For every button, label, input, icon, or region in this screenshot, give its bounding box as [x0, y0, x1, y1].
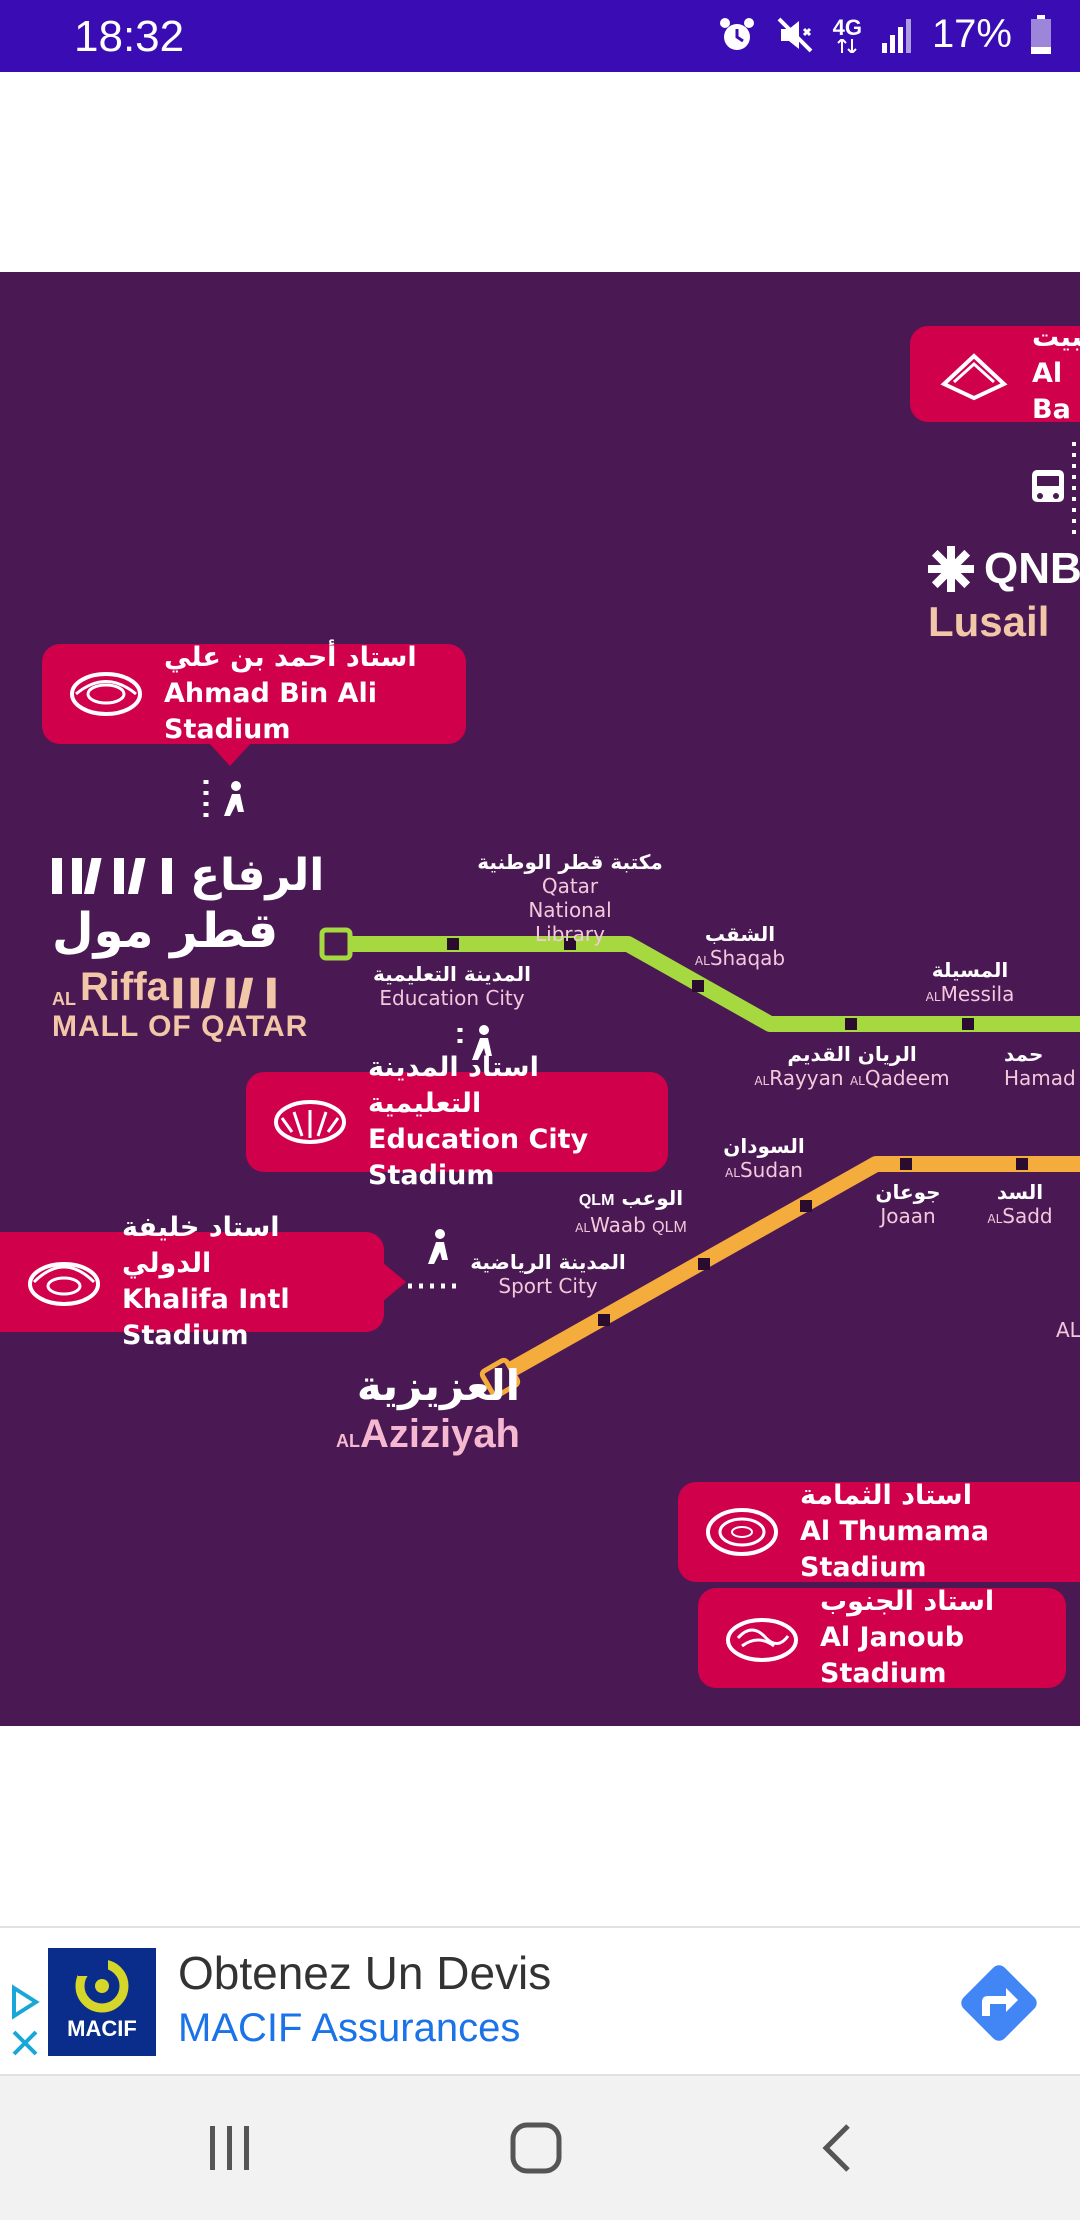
al-janoub-stadium-label[interactable]: استاد الجنوب Al Janoub Stadium [698, 1586, 1066, 1689]
khalifa-intl-stadium-label[interactable]: استاد خليفة الدولي Khalifa Intl Stadium [0, 1212, 406, 1351]
back-button[interactable] [818, 2120, 858, 2176]
stadium-icon [940, 353, 1008, 401]
al-thumama-stadium-label[interactable]: استاد الثمامة Al Thumama Stadium [678, 1480, 1080, 1583]
ad-directions-icon[interactable] [954, 1958, 1044, 2048]
adchoices-icon[interactable] [8, 1984, 42, 2068]
status-bar: 18:32 4G 17% [0, 0, 1080, 72]
ad-advertiser[interactable]: MACIF Assurances [178, 2006, 521, 2050]
qnb-logo-icon [928, 546, 974, 592]
station-al-sadd[interactable]: السد ALSadd [987, 1180, 1053, 1228]
status-time: 18:32 [74, 12, 185, 61]
station-qatar-national-library[interactable]: مكتبة قطر الوطنية Qatar National Library [477, 850, 663, 946]
recent-apps-button[interactable] [206, 2120, 254, 2176]
education-city-stadium-label[interactable]: استاد المدينة التعليمية Education City S… [246, 1052, 668, 1191]
mall-logo-icon [52, 857, 172, 894]
lusail-qnb-label[interactable]: QNB Lusail [928, 544, 1080, 645]
station-hamad[interactable]: حمد Hamad [1004, 1042, 1076, 1090]
stadium-icon [274, 1100, 346, 1144]
status-icons: 4G 17% [717, 12, 1052, 57]
battery-percent: 17% [931, 12, 1012, 56]
mall-logo-small-icon [173, 977, 276, 1009]
navigation-bar [0, 2076, 1080, 2220]
metro-map[interactable]: البيت Al Ba QNB Lusail استاد أحمد بن علي… [0, 272, 1080, 1726]
station-al-shaqab[interactable]: الشقب ALShaqab [694, 922, 786, 970]
stadium-icon [726, 1618, 798, 1662]
metro-lines [203, 442, 1080, 1399]
station-sport-city[interactable]: المدينة الرياضية Sport City [470, 1250, 626, 1298]
macif-logo-icon [75, 1956, 129, 2013]
stadium-icon [70, 672, 142, 716]
home-button[interactable] [508, 2120, 564, 2176]
mute-icon [777, 17, 812, 52]
macif-logo[interactable]: MACIF [48, 1948, 156, 2056]
ad-banner[interactable]: MACIF Obtenez Un Devis MACIF Assurances [0, 1926, 1080, 2076]
stadium-icon [28, 1262, 100, 1306]
station-al-messila[interactable]: المسيلة ALMessila [925, 958, 1015, 1006]
battery-icon [1031, 14, 1051, 54]
station-al-waab[interactable]: QLM الوعب ALWaab QLM [575, 1186, 687, 1237]
mall-of-qatar-label[interactable]: الرفاع قطر مول AL Riffa MALL OF QATAR [52, 850, 325, 1043]
station-education-city[interactable]: المدينة التعليمية Education City [373, 962, 531, 1010]
station-joaan[interactable]: جوعان Joaan [875, 1180, 941, 1228]
al-bayt-stadium-label[interactable]: البيت Al Ba [910, 322, 1080, 425]
stadium-icon [706, 1508, 778, 1556]
station-al-aziziyah[interactable]: العزيزية ALAziziyah [335, 1361, 520, 1456]
network-icon: 4G [833, 16, 862, 53]
bus-icon [1032, 470, 1064, 502]
lusail-name: Lusail [928, 598, 1050, 645]
alarm-icon [719, 17, 754, 50]
ahmad-bin-ali-stadium-label[interactable]: استاد أحمد بن علي Ahmad Bin Ali Stadium [42, 642, 466, 766]
station-edge-al: AL [1056, 1318, 1080, 1342]
station-al-sudan[interactable]: السودان ALSudan [723, 1134, 805, 1182]
station-al-rayyan-al-qadeem[interactable]: الريان القديم ALRayyan ALQadeem [754, 1042, 950, 1090]
ad-title[interactable]: Obtenez Un Devis [178, 1947, 552, 1999]
signal-icon [881, 18, 911, 53]
